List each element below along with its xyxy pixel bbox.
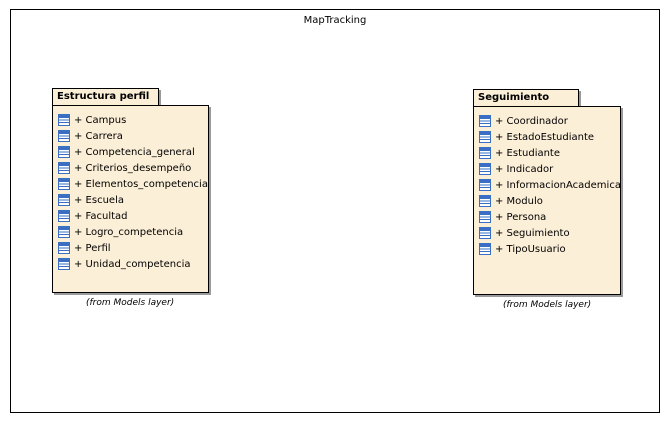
class-icon: [479, 211, 491, 223]
class-item-label: + Logro_competencia: [74, 226, 184, 238]
class-item[interactable]: + Criterios_desempeño: [58, 160, 208, 176]
class-icon: [479, 195, 491, 207]
class-item[interactable]: + EstadoEstudiante: [479, 129, 620, 145]
class-icon: [58, 210, 70, 222]
class-item-label: + Facultad: [74, 210, 128, 222]
class-item-label: + Persona: [495, 211, 547, 223]
class-icon: [58, 114, 70, 126]
class-item-label: + Campus: [74, 114, 127, 126]
class-icon: [58, 194, 70, 206]
diagram-title: MapTracking: [303, 15, 367, 26]
class-item[interactable]: + Modulo: [479, 193, 620, 209]
class-icon: [479, 115, 491, 127]
class-item-label: + TipoUsuario: [495, 243, 566, 255]
class-item-label: + Perfil: [74, 242, 111, 254]
class-item[interactable]: + Seguimiento: [479, 225, 620, 241]
package-name: Estructura perfil: [57, 91, 150, 102]
class-item-label: + Modulo: [495, 195, 543, 207]
class-icon: [479, 179, 491, 191]
class-item-label: + Criterios_desempeño: [74, 162, 192, 174]
class-icon: [58, 258, 70, 270]
class-icon: [479, 163, 491, 175]
package-seguimiento[interactable]: Seguimiento + Coordinador + EstadoEstudia…: [473, 89, 622, 296]
package-tab: Seguimiento: [473, 89, 579, 107]
class-item[interactable]: + Elementos_competencia: [58, 176, 208, 192]
class-icon: [58, 130, 70, 142]
class-icon: [479, 243, 491, 255]
class-item-label: + Competencia_general: [74, 146, 195, 158]
class-item[interactable]: + InformacionAcademica: [479, 177, 621, 193]
class-icon: [479, 131, 491, 143]
class-item-label: + Coordinador: [495, 115, 568, 127]
class-item-label: + InformacionAcademica: [495, 179, 621, 191]
class-item[interactable]: + Estudiante: [479, 145, 620, 161]
class-item-label: + Elementos_competencia: [74, 178, 208, 190]
class-list: + Coordinador + EstadoEstudiante + Estudia…: [474, 107, 621, 257]
class-item[interactable]: + Campus: [58, 112, 208, 128]
diagram-frame: MapTracking: [10, 9, 660, 413]
package-origin-note: (from Models layer): [86, 298, 175, 308]
class-icon: [58, 146, 70, 158]
class-icon: [58, 226, 70, 238]
class-item-label: + EstadoEstudiante: [495, 131, 595, 143]
class-item[interactable]: + Competencia_general: [58, 144, 208, 160]
class-item-label: + Indicador: [495, 163, 554, 175]
class-icon: [58, 242, 70, 254]
class-item[interactable]: + Carrera: [58, 128, 208, 144]
class-item[interactable]: + Perfil: [58, 240, 208, 256]
class-item-label: + Unidad_competencia: [74, 258, 191, 270]
package-name: Seguimiento: [478, 92, 550, 103]
class-item-label: + Seguimiento: [495, 227, 570, 239]
package-body: + Campus + Carrera + Competencia_general + …: [52, 105, 209, 293]
class-item[interactable]: + Logro_competencia: [58, 224, 208, 240]
class-icon: [58, 178, 70, 190]
class-item[interactable]: + Escuela: [58, 192, 208, 208]
package-origin-note: (from Models layer): [503, 300, 592, 310]
class-icon: [479, 227, 491, 239]
class-list: + Campus + Carrera + Competencia_general + …: [53, 106, 208, 272]
package-tab: Estructura perfil: [52, 88, 159, 106]
class-item-label: + Carrera: [74, 130, 123, 142]
class-item[interactable]: + Persona: [479, 209, 620, 225]
class-item[interactable]: + Indicador: [479, 161, 620, 177]
class-item-label: + Escuela: [74, 194, 124, 206]
class-item[interactable]: + TipoUsuario: [479, 241, 620, 257]
package-body: + Coordinador + EstadoEstudiante + Estudia…: [473, 106, 621, 295]
class-item[interactable]: + Coordinador: [479, 113, 620, 129]
class-icon: [58, 162, 70, 174]
class-item[interactable]: + Unidad_competencia: [58, 256, 208, 272]
package-estructura-perfil[interactable]: Estructura perfil + Campus + Carrera + Com…: [52, 88, 210, 294]
class-item-label: + Estudiante: [495, 147, 561, 159]
class-icon: [479, 147, 491, 159]
class-item[interactable]: + Facultad: [58, 208, 208, 224]
